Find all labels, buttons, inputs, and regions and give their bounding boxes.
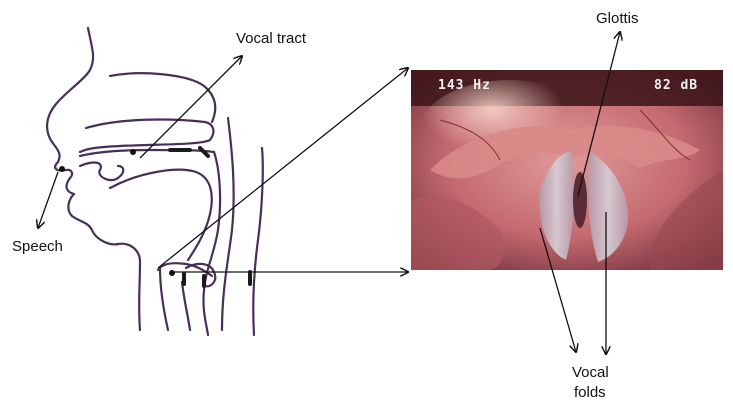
- spine-front: [222, 118, 234, 330]
- label-vocal-folds-line1: Vocal: [572, 364, 609, 382]
- spine-back: [253, 148, 263, 335]
- arrow-to-image-top: [158, 68, 408, 268]
- label-glottis: Glottis: [596, 10, 639, 28]
- dot-larynx: [169, 270, 175, 276]
- face-outline: [67, 178, 140, 330]
- nasal-cavity: [80, 120, 213, 152]
- level-readout: 82 dB: [654, 78, 698, 93]
- dot-mouth: [59, 166, 65, 172]
- trachea: [160, 268, 168, 330]
- larynx-front: [182, 282, 190, 330]
- arrow-speech: [38, 172, 58, 228]
- frequency-readout: 143 Hz: [438, 78, 491, 93]
- head-outline: [47, 28, 263, 335]
- mark-velum: [200, 148, 208, 156]
- endoscope-image: [411, 70, 723, 270]
- tongue: [110, 170, 212, 260]
- oral-cavity: [80, 163, 123, 181]
- glottis-opening: [573, 172, 587, 228]
- dot-palate: [130, 149, 136, 155]
- skull-outline: [47, 28, 93, 162]
- label-speech: Speech: [12, 238, 63, 256]
- label-vocal-tract: Vocal tract: [236, 30, 306, 48]
- label-vocal-folds-line2: folds: [574, 384, 606, 402]
